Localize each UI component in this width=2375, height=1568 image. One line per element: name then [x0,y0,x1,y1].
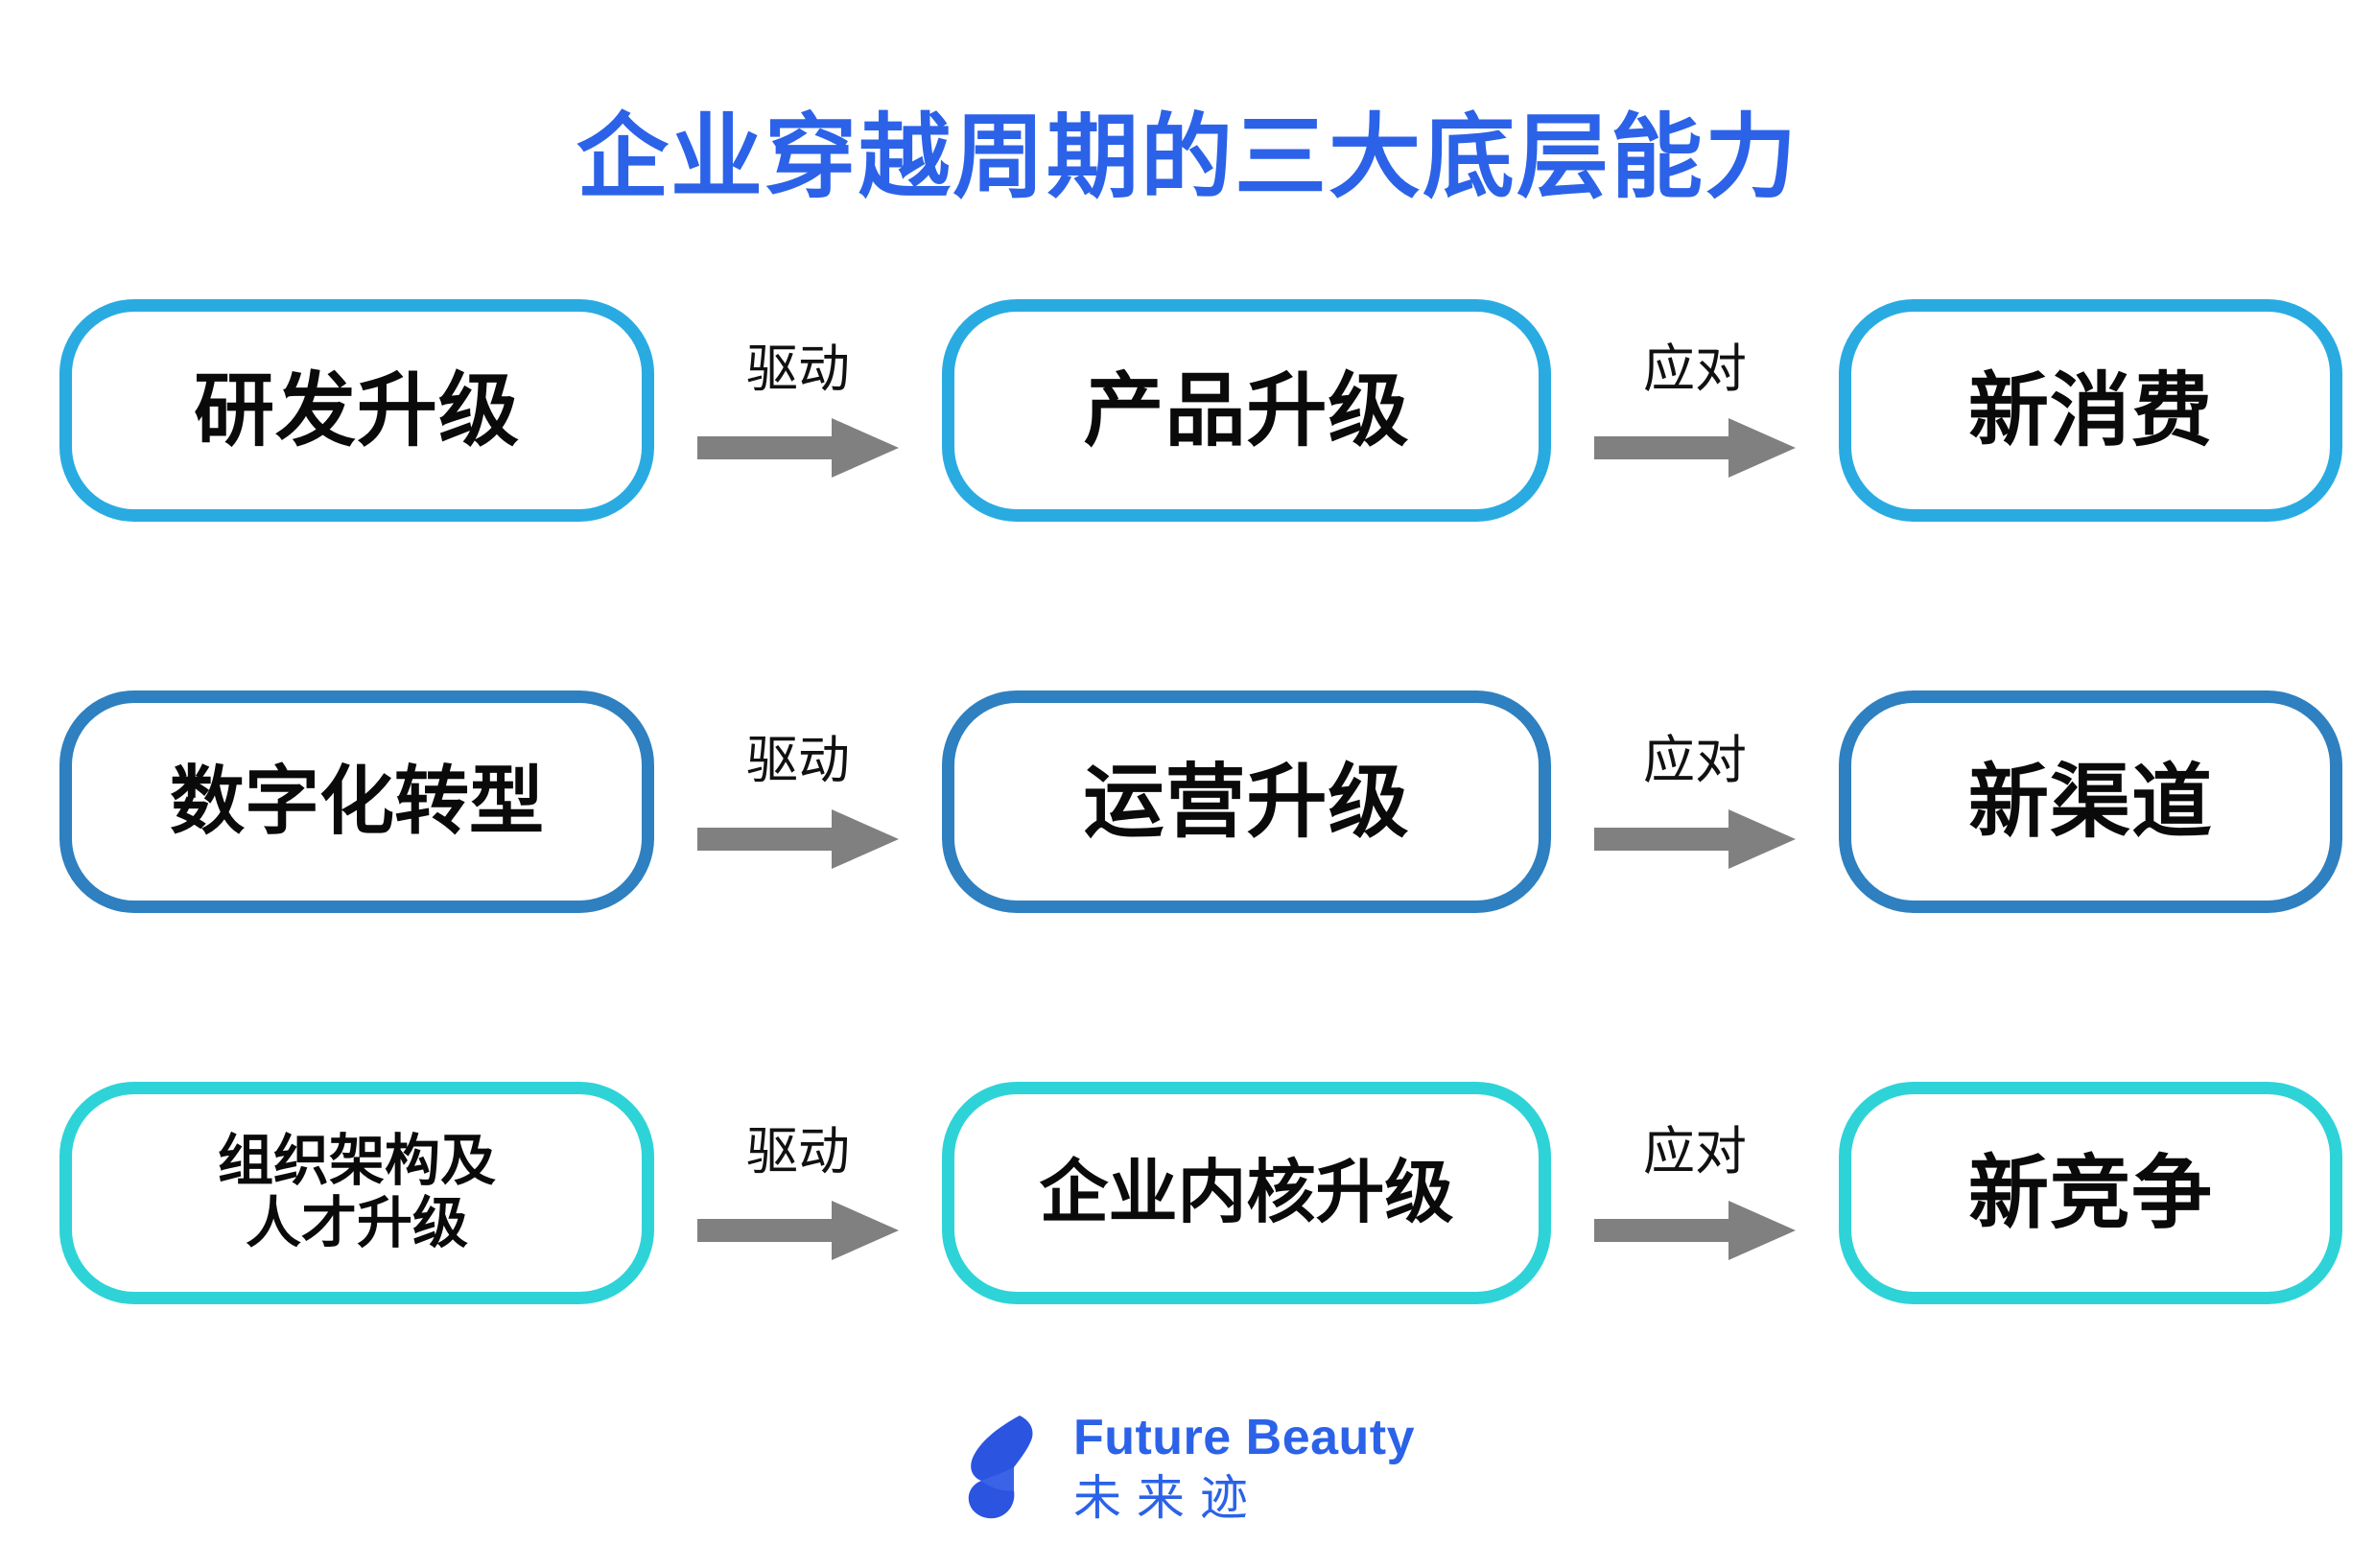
node-label: 新竞争 [1967,1147,2213,1238]
connector-row3-1: 驱动 [654,1082,942,1304]
node-row3-col3[interactable]: 新竞争 [1839,1082,2342,1304]
footer-brand: Future Beauty 未来迹 [0,1413,2375,1522]
future-beauty-f-mark-icon [968,1416,1033,1519]
node-label: 研发升级 [193,364,520,456]
arrow-right-icon [697,418,899,478]
node-row1-col2[interactable]: 产品升级 [942,299,1551,522]
connector-label: 应对 [1643,1123,1747,1181]
node-row3-col1[interactable]: 组织架构及 人才升级 [59,1082,654,1304]
node-label: 组织架构及 人才升级 [217,1130,496,1254]
connector-row1-2: 应对 [1551,299,1839,522]
node-label: 企业内核升级 [1039,1154,1454,1231]
flow-row-2: 数字化转型 驱动 运营升级 应对 新渠道 [0,675,2375,928]
connector-label: 驱动 [746,732,850,789]
brand-text: Future Beauty 未来迹 [1073,1413,1415,1522]
arrow-right-icon [1594,1201,1796,1260]
brand-name-cn: 未来迹 [1072,1471,1263,1525]
brand-name-en: Future Beauty [1072,1410,1416,1465]
flow-row-3: 组织架构及 人才升级 驱动 企业内核升级 应对 新竞争 [0,1066,2375,1320]
node-label: 运营升级 [1083,756,1410,847]
arrow-right-icon [697,809,899,869]
connector-row3-2: 应对 [1551,1082,1839,1304]
node-label: 新渠道 [1967,756,2213,847]
connector-row1-1: 驱动 [654,299,942,522]
arrow-right-icon [1594,418,1796,478]
arrow-right-icon [697,1201,899,1260]
connector-label: 驱动 [746,1123,850,1181]
connector-label: 应对 [1643,732,1747,789]
flow-rows: 研发升级 驱动 产品升级 应对 新消费 [0,284,2375,1320]
connector-row2-1: 驱动 [654,690,942,913]
node-label: 新消费 [1967,364,2213,456]
arrow-right-icon [1594,809,1796,869]
connector-label: 应对 [1643,340,1747,398]
page-title-wrap: 企业穿越周期的三大底层能力 [0,46,2375,270]
node-row1-col3[interactable]: 新消费 [1839,299,2342,522]
node-row3-col2[interactable]: 企业内核升级 [942,1082,1551,1304]
connector-row2-2: 应对 [1551,690,1839,913]
node-row2-col2[interactable]: 运营升级 [942,690,1551,913]
node-row1-col1[interactable]: 研发升级 [59,299,654,522]
node-label: 数字化转型 [169,759,544,844]
node-label: 产品升级 [1083,364,1410,456]
flow-row-1: 研发升级 驱动 产品升级 应对 新消费 [0,284,2375,537]
page-title: 企业穿越周期的三大底层能力 [576,106,1799,210]
connector-label: 驱动 [746,340,850,398]
node-row2-col1[interactable]: 数字化转型 [59,690,654,913]
node-row2-col3[interactable]: 新渠道 [1839,690,2342,913]
